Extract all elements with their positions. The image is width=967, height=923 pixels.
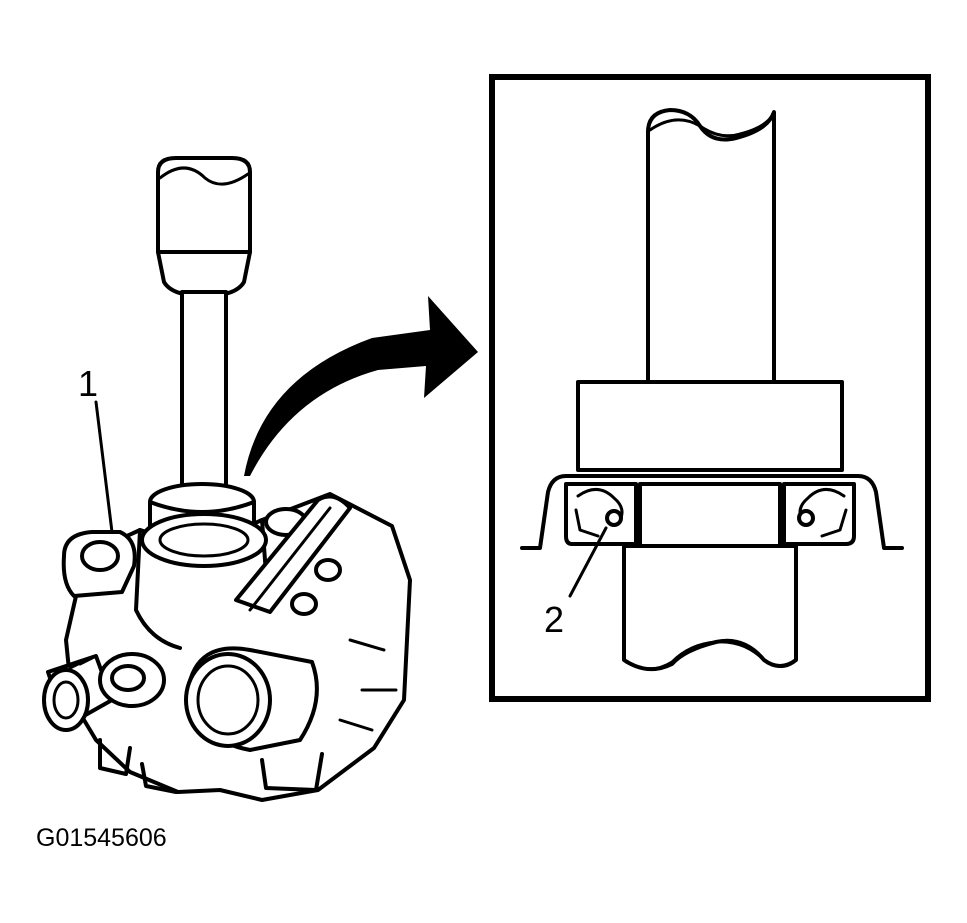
seal-installer-detail-icon bbox=[489, 74, 931, 702]
callout-2-label: 2 bbox=[544, 599, 564, 640]
figure-code: G01545606 bbox=[36, 824, 167, 852]
power-steering-pump-icon bbox=[42, 156, 412, 802]
curved-arrow-icon bbox=[244, 296, 478, 476]
callout-1-label: 1 bbox=[78, 363, 98, 404]
